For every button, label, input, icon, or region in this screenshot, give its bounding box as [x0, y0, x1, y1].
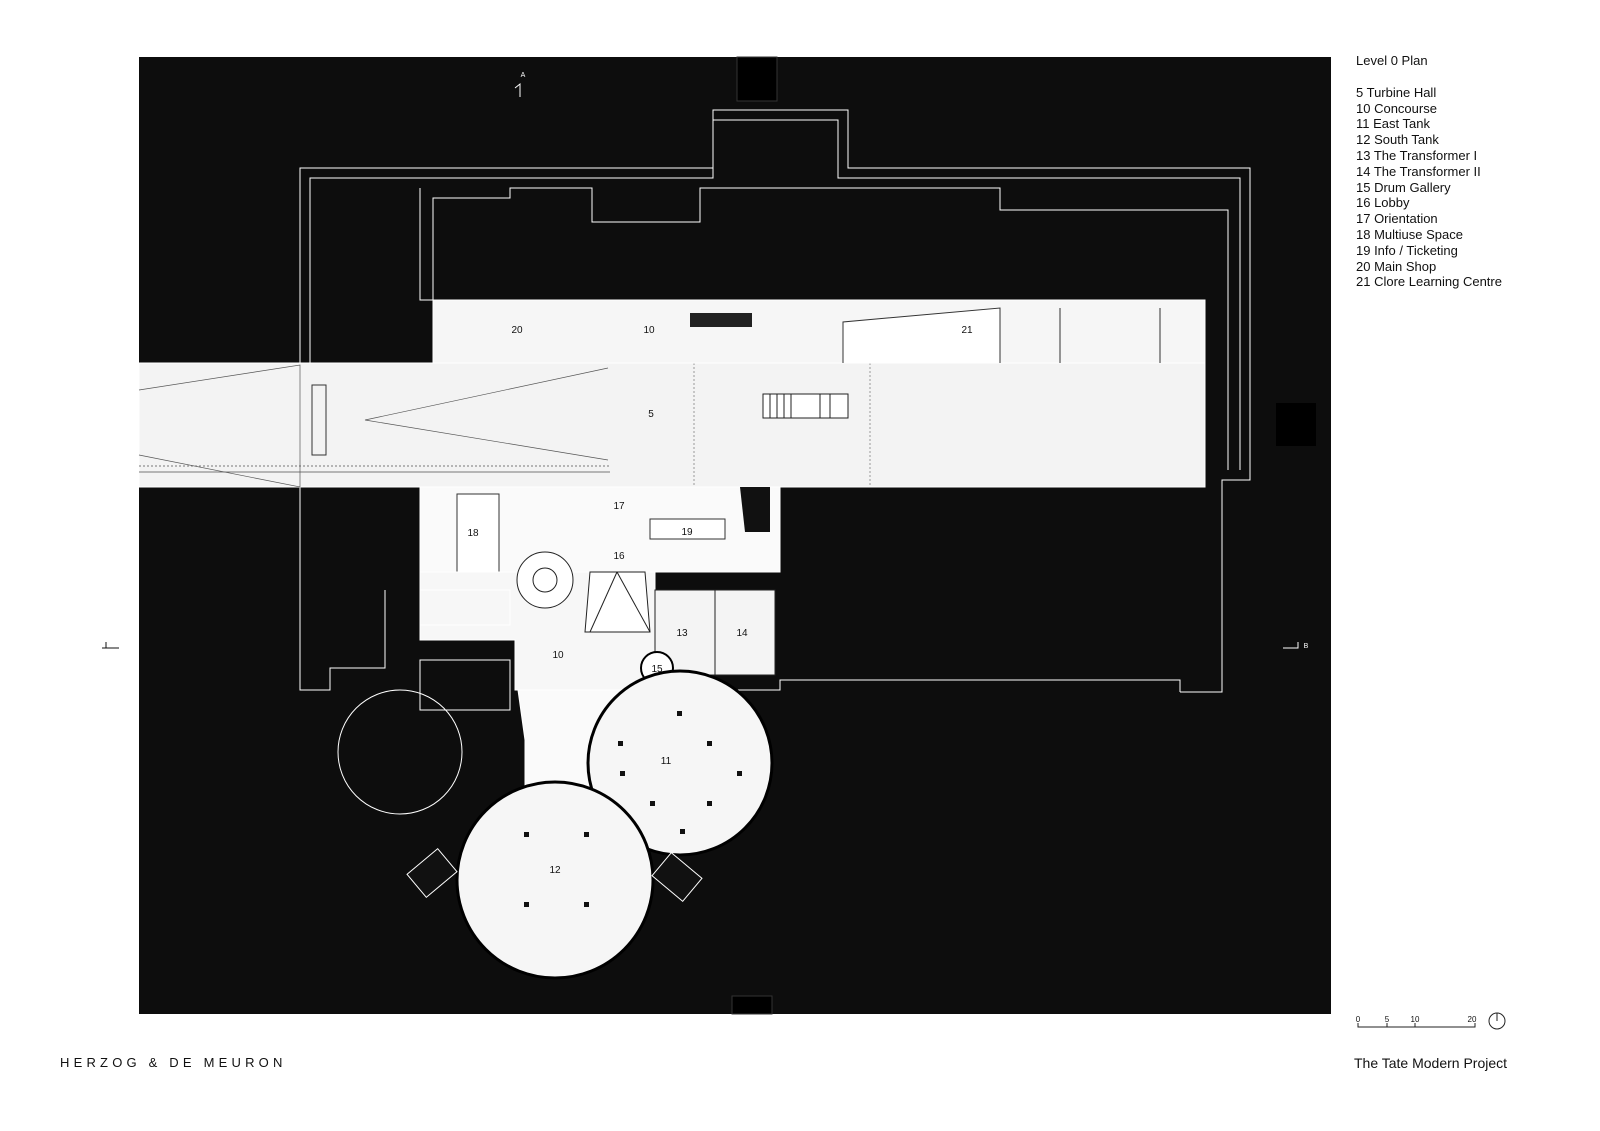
wall	[616, 571, 651, 633]
south-tank	[455, 780, 655, 980]
section-a-arrow	[514, 82, 521, 97]
room-label-21: 21	[961, 325, 973, 336]
room-label-14: 14	[736, 628, 748, 639]
legend-item: 13 The Transformer I	[1356, 147, 1478, 163]
clore-room	[842, 307, 1001, 363]
legend-item: 20 Main Shop	[1356, 258, 1437, 274]
legend-item: 5 Turbine Hall	[1356, 84, 1437, 100]
section-b-label: B	[1304, 643, 1309, 650]
legend-item: 17 Orientation	[1356, 211, 1438, 227]
project-title: The Tate Modern Project	[1354, 1055, 1508, 1071]
wall	[589, 571, 618, 633]
architect-logo: HERZOG & DE MEURON	[60, 1055, 287, 1070]
ticket-booth	[311, 384, 327, 456]
transformer-2-room	[714, 589, 776, 676]
legend: Level 0 Plan 5 Turbine Hall 10 Concourse…	[1356, 53, 1502, 290]
legend-item: 15 Drum Gallery	[1356, 179, 1451, 195]
upper-strip	[432, 299, 1206, 364]
legend-item: 10 Concourse	[1356, 100, 1437, 116]
scale-tick: 10	[1411, 1015, 1420, 1024]
scale-tick: 0	[1356, 1015, 1361, 1024]
legend-item: 12 South Tank	[1356, 132, 1439, 148]
north-arrow-icon	[1488, 1012, 1506, 1030]
room-label-10: 10	[643, 325, 655, 336]
info-desk	[649, 518, 726, 540]
room-label-13: 13	[676, 628, 688, 639]
south-marker-block	[731, 995, 773, 1015]
room-label-17: 17	[613, 501, 625, 512]
room-label-18: 18	[467, 528, 479, 539]
room-label-12: 12	[549, 865, 561, 876]
service-room	[419, 659, 511, 711]
room-label-5: 5	[648, 409, 654, 420]
tank-entrance	[406, 847, 458, 899]
stair-turbine-hall	[762, 393, 849, 419]
scale-tick: 20	[1468, 1015, 1477, 1024]
legend-item: 21 Clore Learning Centre	[1356, 274, 1502, 290]
legend-item: 11 East Tank	[1356, 116, 1430, 132]
stair-treads	[769, 394, 831, 418]
room-label-16: 16	[613, 551, 625, 562]
scale-bar: 0 5 10 20	[1356, 1015, 1477, 1028]
scale-tick: 5	[1385, 1015, 1390, 1024]
tank-columns	[524, 711, 742, 907]
stair-triangle	[584, 571, 651, 633]
lobby-floor	[419, 486, 781, 573]
room-label-20: 20	[511, 325, 523, 336]
escalator	[690, 313, 752, 327]
east-marker-block	[1276, 403, 1316, 446]
room-label-19: 19	[681, 527, 693, 538]
spiral-stair-core	[532, 567, 558, 593]
east-tank	[586, 669, 774, 857]
legend-item: 16 Lobby	[1356, 195, 1410, 211]
legend-item: 18 Multiuse Space	[1356, 226, 1463, 242]
room-label-15: 15	[651, 664, 663, 675]
legend-item: 14 The Transformer II	[1356, 163, 1481, 179]
building-outline	[299, 109, 1251, 693]
room-label-11: 11	[661, 756, 672, 767]
tank-entrance	[651, 851, 703, 903]
room-labels: 20 10 21 5 17 18 19 16 13 14 10 15 11 12	[467, 325, 973, 876]
north-marker-block	[736, 56, 778, 102]
turbine-hall-floor	[138, 362, 1206, 488]
ramp-east	[364, 367, 609, 461]
room-label-10b: 10	[552, 650, 564, 661]
plan-title: Level 0 Plan	[1356, 53, 1428, 68]
service-room	[419, 589, 511, 626]
legend-item: 19 Info / Ticketing	[1356, 242, 1458, 258]
section-b-arrow	[1283, 642, 1299, 649]
multiuse-room	[456, 493, 500, 573]
section-a-label: A	[521, 72, 526, 79]
core-block	[740, 487, 770, 532]
west-tank-outline	[337, 689, 463, 815]
ramp-west	[138, 364, 301, 488]
